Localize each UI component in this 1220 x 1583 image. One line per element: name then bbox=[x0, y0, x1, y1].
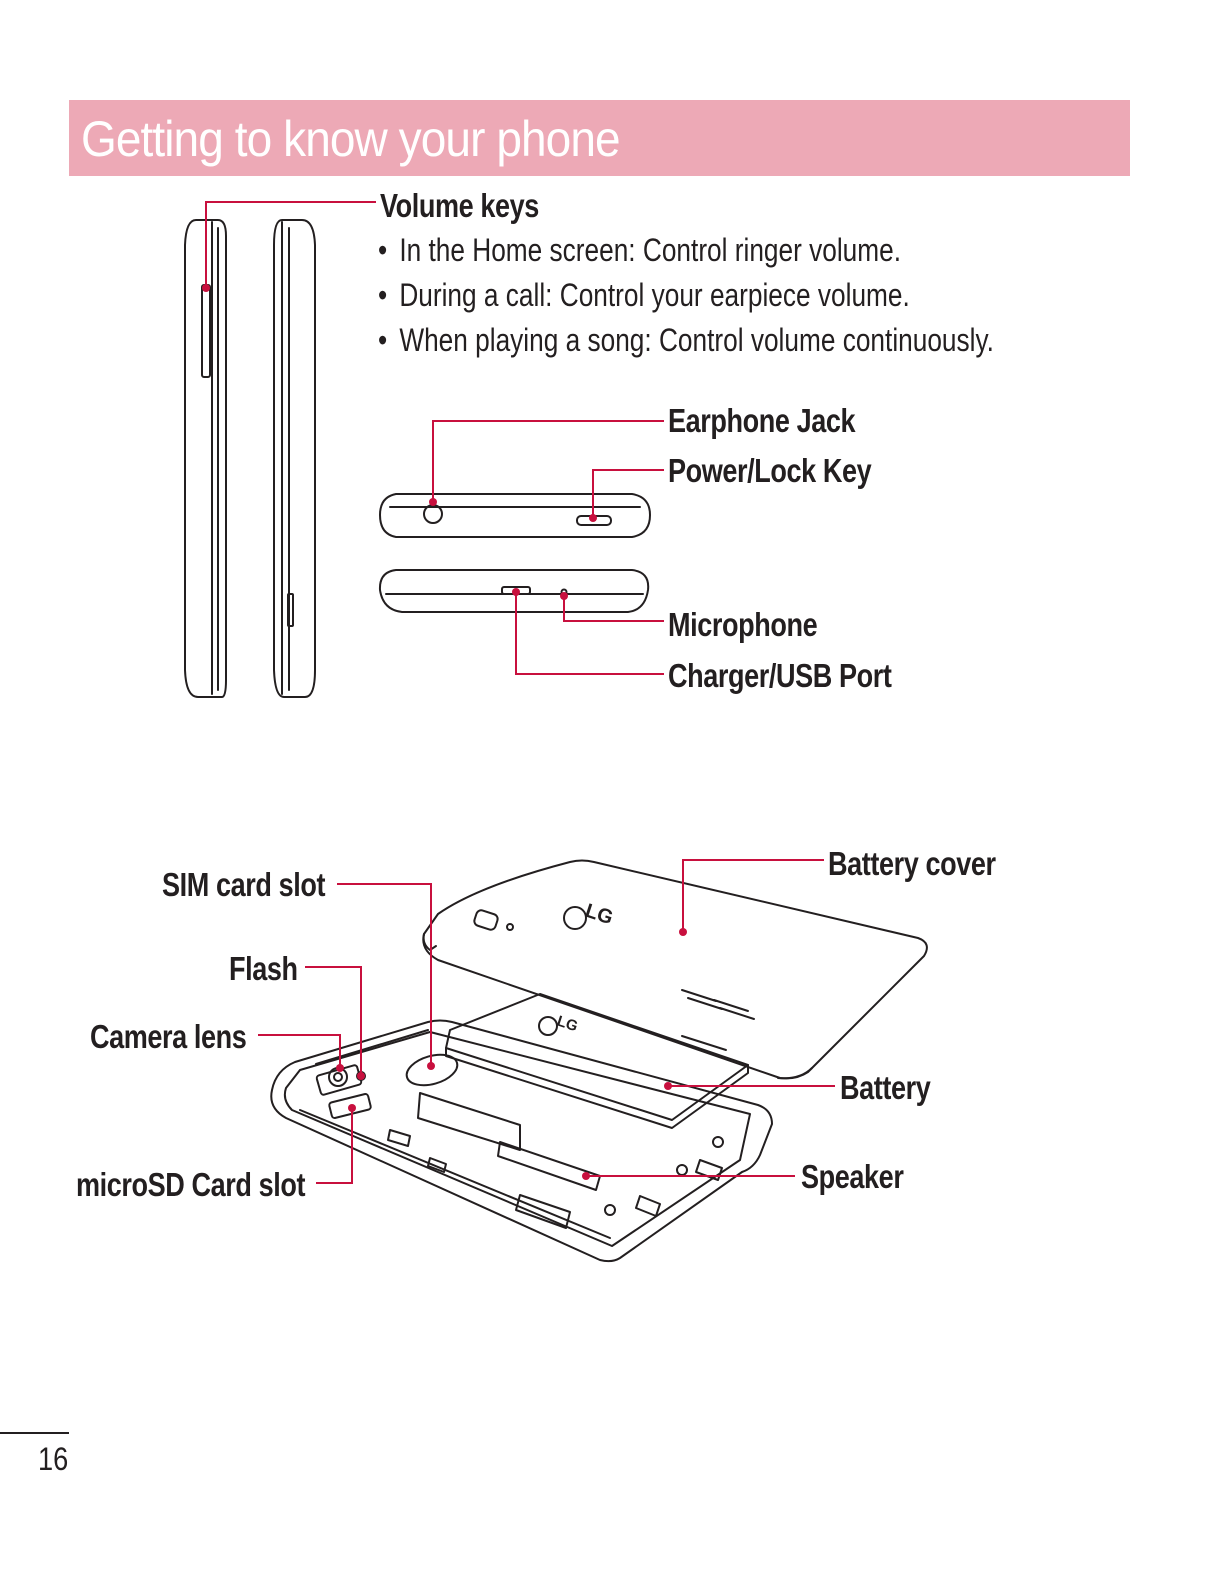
earphone-jack-callout bbox=[432, 420, 664, 502]
page-number: 16 bbox=[38, 1441, 69, 1477]
volume-keys-callout bbox=[205, 201, 376, 288]
battery-logo: LG bbox=[555, 1013, 580, 1036]
speaker-label: Speaker bbox=[801, 1158, 904, 1195]
volume-keys-bullet-list: •In the Home screen: Control ringer volu… bbox=[378, 230, 1129, 365]
volume-bullet: •When playing a song: Control volume con… bbox=[378, 322, 994, 358]
section-title-bar: Getting to know your phone bbox=[69, 100, 1130, 176]
camera-lens-callout bbox=[258, 1034, 341, 1068]
page-number-rule bbox=[0, 1432, 69, 1434]
microsd-callout bbox=[316, 1108, 353, 1184]
battery-cover-label: Battery cover bbox=[828, 845, 996, 882]
phone-side-view-right bbox=[273, 219, 316, 698]
microphone-label: Microphone bbox=[668, 606, 818, 643]
sim-card-slot-label: SIM card slot bbox=[162, 866, 326, 903]
microsd-card-slot-label: microSD Card slot bbox=[76, 1166, 306, 1203]
power-key-callout bbox=[592, 469, 664, 518]
battery-label: Battery bbox=[840, 1069, 931, 1106]
volume-bullet: •In the Home screen: Control ringer volu… bbox=[378, 232, 902, 268]
volume-keys-shape bbox=[201, 284, 211, 378]
power-lock-key-label: Power/Lock Key bbox=[668, 452, 872, 489]
sim-slot-callout bbox=[337, 883, 432, 1066]
microphone-callout bbox=[563, 596, 664, 622]
sim-slot-shape bbox=[405, 1053, 459, 1087]
battery-cover-shape bbox=[422, 859, 928, 1080]
cover-logo: LG bbox=[582, 900, 615, 930]
camera-lens-label: Camera lens bbox=[90, 1018, 247, 1055]
volume-bullet: •During a call: Control your earpiece vo… bbox=[378, 277, 910, 313]
usb-port-callout bbox=[515, 592, 664, 675]
volume-keys-heading: Volume keys bbox=[380, 187, 539, 224]
battery-cover-callout bbox=[682, 859, 824, 932]
flash-callout bbox=[305, 966, 362, 1076]
page-title: Getting to know your phone bbox=[81, 111, 621, 167]
phone-top-view bbox=[379, 493, 651, 538]
flash-label: Flash bbox=[229, 950, 298, 987]
earphone-jack-label: Earphone Jack bbox=[668, 402, 856, 439]
phone-body-back bbox=[270, 1019, 773, 1263]
charger-usb-port-label: Charger/USB Port bbox=[668, 657, 892, 694]
battery-shape bbox=[445, 993, 749, 1129]
